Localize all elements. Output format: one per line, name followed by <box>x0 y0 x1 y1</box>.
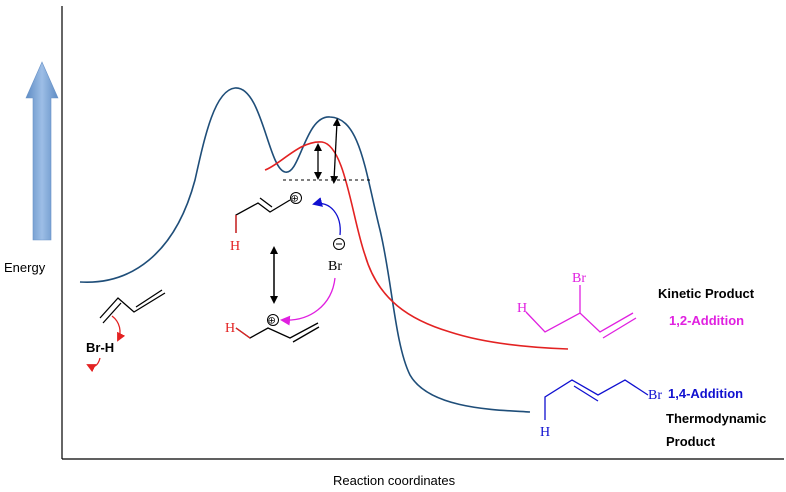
carbocation-charge-upper: ⊕ <box>291 194 299 205</box>
thermo-product-title: 1,4-Addition <box>668 386 743 401</box>
allylic-cation-lower: ⊕ H <box>225 314 320 343</box>
kinetic-br-label: Br <box>572 271 586 286</box>
thermo-activation-arrow <box>330 118 341 184</box>
bromide-label: Br <box>328 259 342 274</box>
kinetic-product-structure: Br H <box>517 271 637 339</box>
allylic-cation-upper: ⊕ H <box>230 192 302 254</box>
carbocation-charge-lower: ⊕ <box>268 316 276 327</box>
hbr-label: Br-H <box>86 340 114 355</box>
blue-attack-arrow <box>312 197 341 236</box>
thermo-product-title-line3: Product <box>666 434 716 449</box>
kinetic-product-subtitle: 1,2-Addition <box>669 313 744 328</box>
x-axis-label: Reaction coordinates <box>333 473 456 488</box>
red-curved-arrow-top <box>111 315 126 342</box>
bromide-ion: Br <box>328 238 345 274</box>
thermodynamic-product-structure: Br H <box>540 379 662 440</box>
butadiene <box>99 289 166 324</box>
y-axis-label: Energy <box>4 260 46 275</box>
magenta-attack-arrow <box>280 277 336 326</box>
thermo-br-label: Br <box>648 388 662 403</box>
kinetic-h-label: H <box>517 301 527 316</box>
red-curved-arrow-bottom <box>86 357 101 373</box>
thermo-h-label: H <box>540 425 550 440</box>
kinetic-product-title: Kinetic Product <box>658 286 755 301</box>
thermo-product-title-line2: Thermodynamic <box>666 411 766 426</box>
thermodynamic-curve <box>79 87 531 413</box>
kinetic-curve <box>264 141 569 350</box>
hydrogen-label-lower: H <box>225 321 235 336</box>
energy-up-arrow-icon <box>25 61 59 241</box>
hydrogen-label-upper: H <box>230 239 240 254</box>
